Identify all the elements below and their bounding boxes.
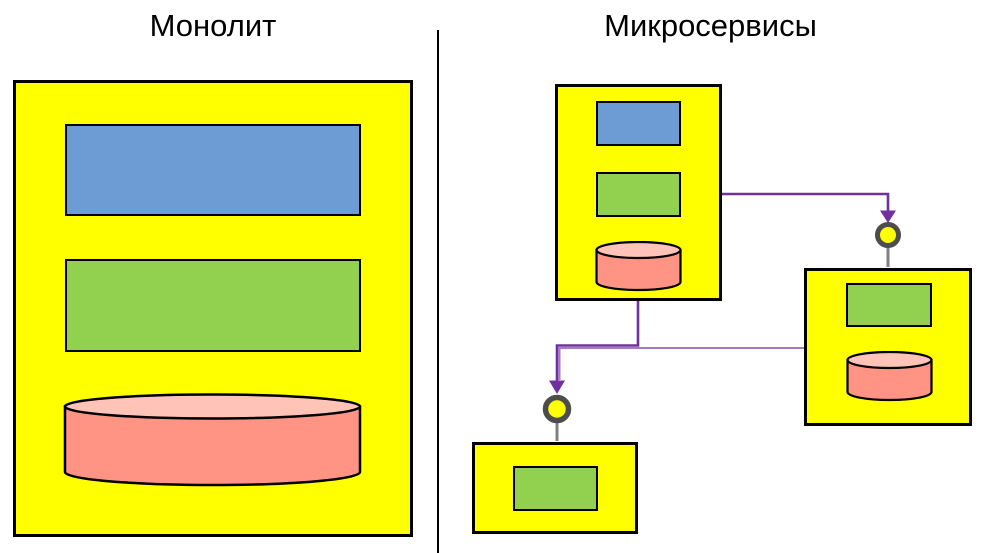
interface-lollipop-service3 <box>542 394 572 424</box>
monolith-container <box>13 80 413 537</box>
cylinder-body <box>846 358 933 402</box>
service-2-container <box>804 268 972 426</box>
service-2-database-cylinder <box>846 351 933 402</box>
title-monolith: Монолит <box>149 8 277 43</box>
service-1-blue-component-rect <box>596 101 681 146</box>
title-microservices: Микросервисы <box>604 8 817 43</box>
interface-lollipop-service2 <box>875 222 901 248</box>
cylinder-body <box>595 248 682 292</box>
monolith-database-cylinder <box>63 393 362 487</box>
service-1-green-component-rect <box>596 172 681 217</box>
cylinder-top <box>595 241 682 260</box>
service-3-green-component-rect <box>513 466 598 511</box>
service-1-database-cylinder <box>595 241 682 292</box>
connector-service2-to-service3 <box>558 347 804 380</box>
divider-line <box>437 30 439 553</box>
cylinder-body <box>63 405 362 487</box>
service-3-container <box>472 442 638 534</box>
connector-service1-to-service3 <box>555 301 640 381</box>
service-2-green-component-rect <box>846 283 932 327</box>
monolith-blue-component-rect <box>65 124 361 216</box>
arrowhead-to-service3 <box>549 380 565 394</box>
service-1-container <box>555 84 722 301</box>
cylinder-top <box>63 393 362 420</box>
cylinder-top <box>846 351 933 370</box>
arrowhead-to-service2 <box>880 210 896 223</box>
connector-service1-to-service2 <box>722 192 890 211</box>
monolith-green-component-rect <box>65 259 361 352</box>
